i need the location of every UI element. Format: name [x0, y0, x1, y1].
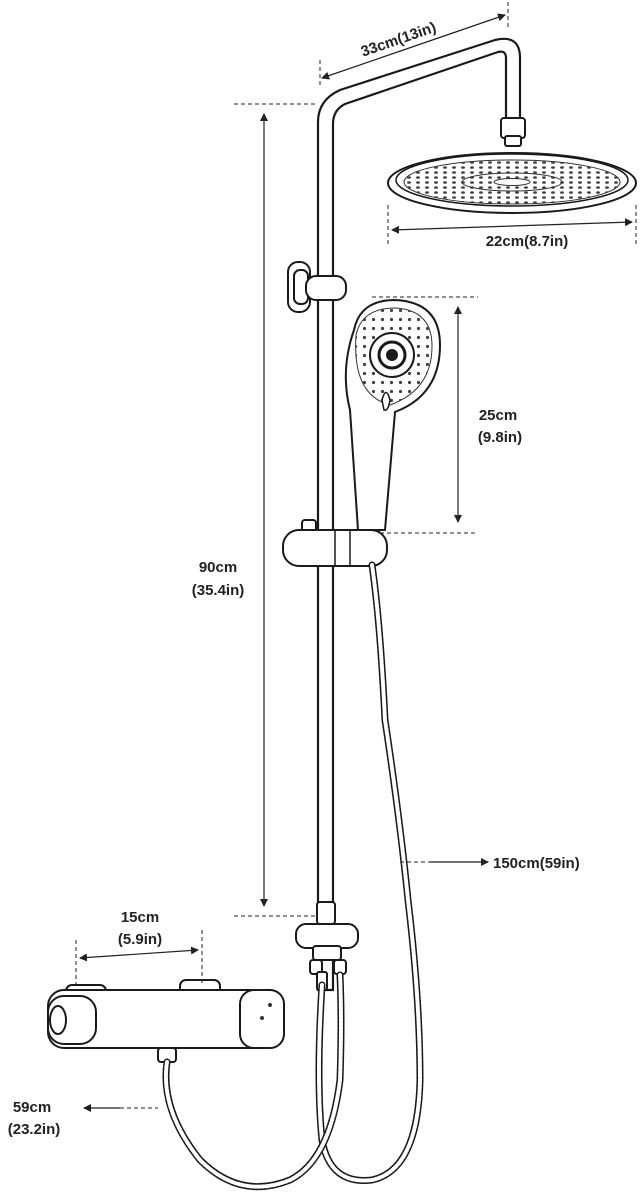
- riser-dimension: 90cm (35.4in): [192, 103, 318, 917]
- head-dimension: 22cm(8.7in): [387, 205, 637, 250]
- valve-spacing-cm: 15cm: [121, 909, 159, 926]
- arm-length-label: 33cm(13in): [359, 19, 439, 61]
- hose-length-label: 150cm(59in): [493, 855, 580, 872]
- hand-shower: [344, 298, 442, 531]
- head-diameter-label: 22cm(8.7in): [486, 233, 569, 250]
- riser-height-in: (35.4in): [192, 582, 245, 599]
- diverter-valve: [295, 901, 359, 991]
- wall-bracket: [287, 261, 347, 313]
- thermostatic-mixer: [47, 979, 285, 1063]
- slide-bar-holder: [282, 519, 388, 567]
- valve-spacing-dimension: 15cm (5.9in): [75, 909, 203, 990]
- riser-height-cm: 90cm: [199, 559, 237, 576]
- handheld-length-in: (9.8in): [478, 429, 522, 446]
- lower-hose-dimension: 59cm (23.2in): [8, 1099, 158, 1138]
- riser-assembly: [316, 37, 526, 992]
- handheld-dimension: 25cm (9.8in): [372, 296, 522, 534]
- lower-hose-in: (23.2in): [8, 1121, 61, 1138]
- hose-dimension: 150cm(59in): [400, 855, 580, 872]
- head-swivel: [504, 135, 522, 147]
- handheld-length-cm: 25cm: [479, 407, 517, 424]
- lower-hose-cm: 59cm: [13, 1099, 51, 1116]
- hoses: [162, 561, 424, 1191]
- rain-shower-head: [387, 152, 637, 214]
- valve-spacing-in: (5.9in): [118, 931, 162, 948]
